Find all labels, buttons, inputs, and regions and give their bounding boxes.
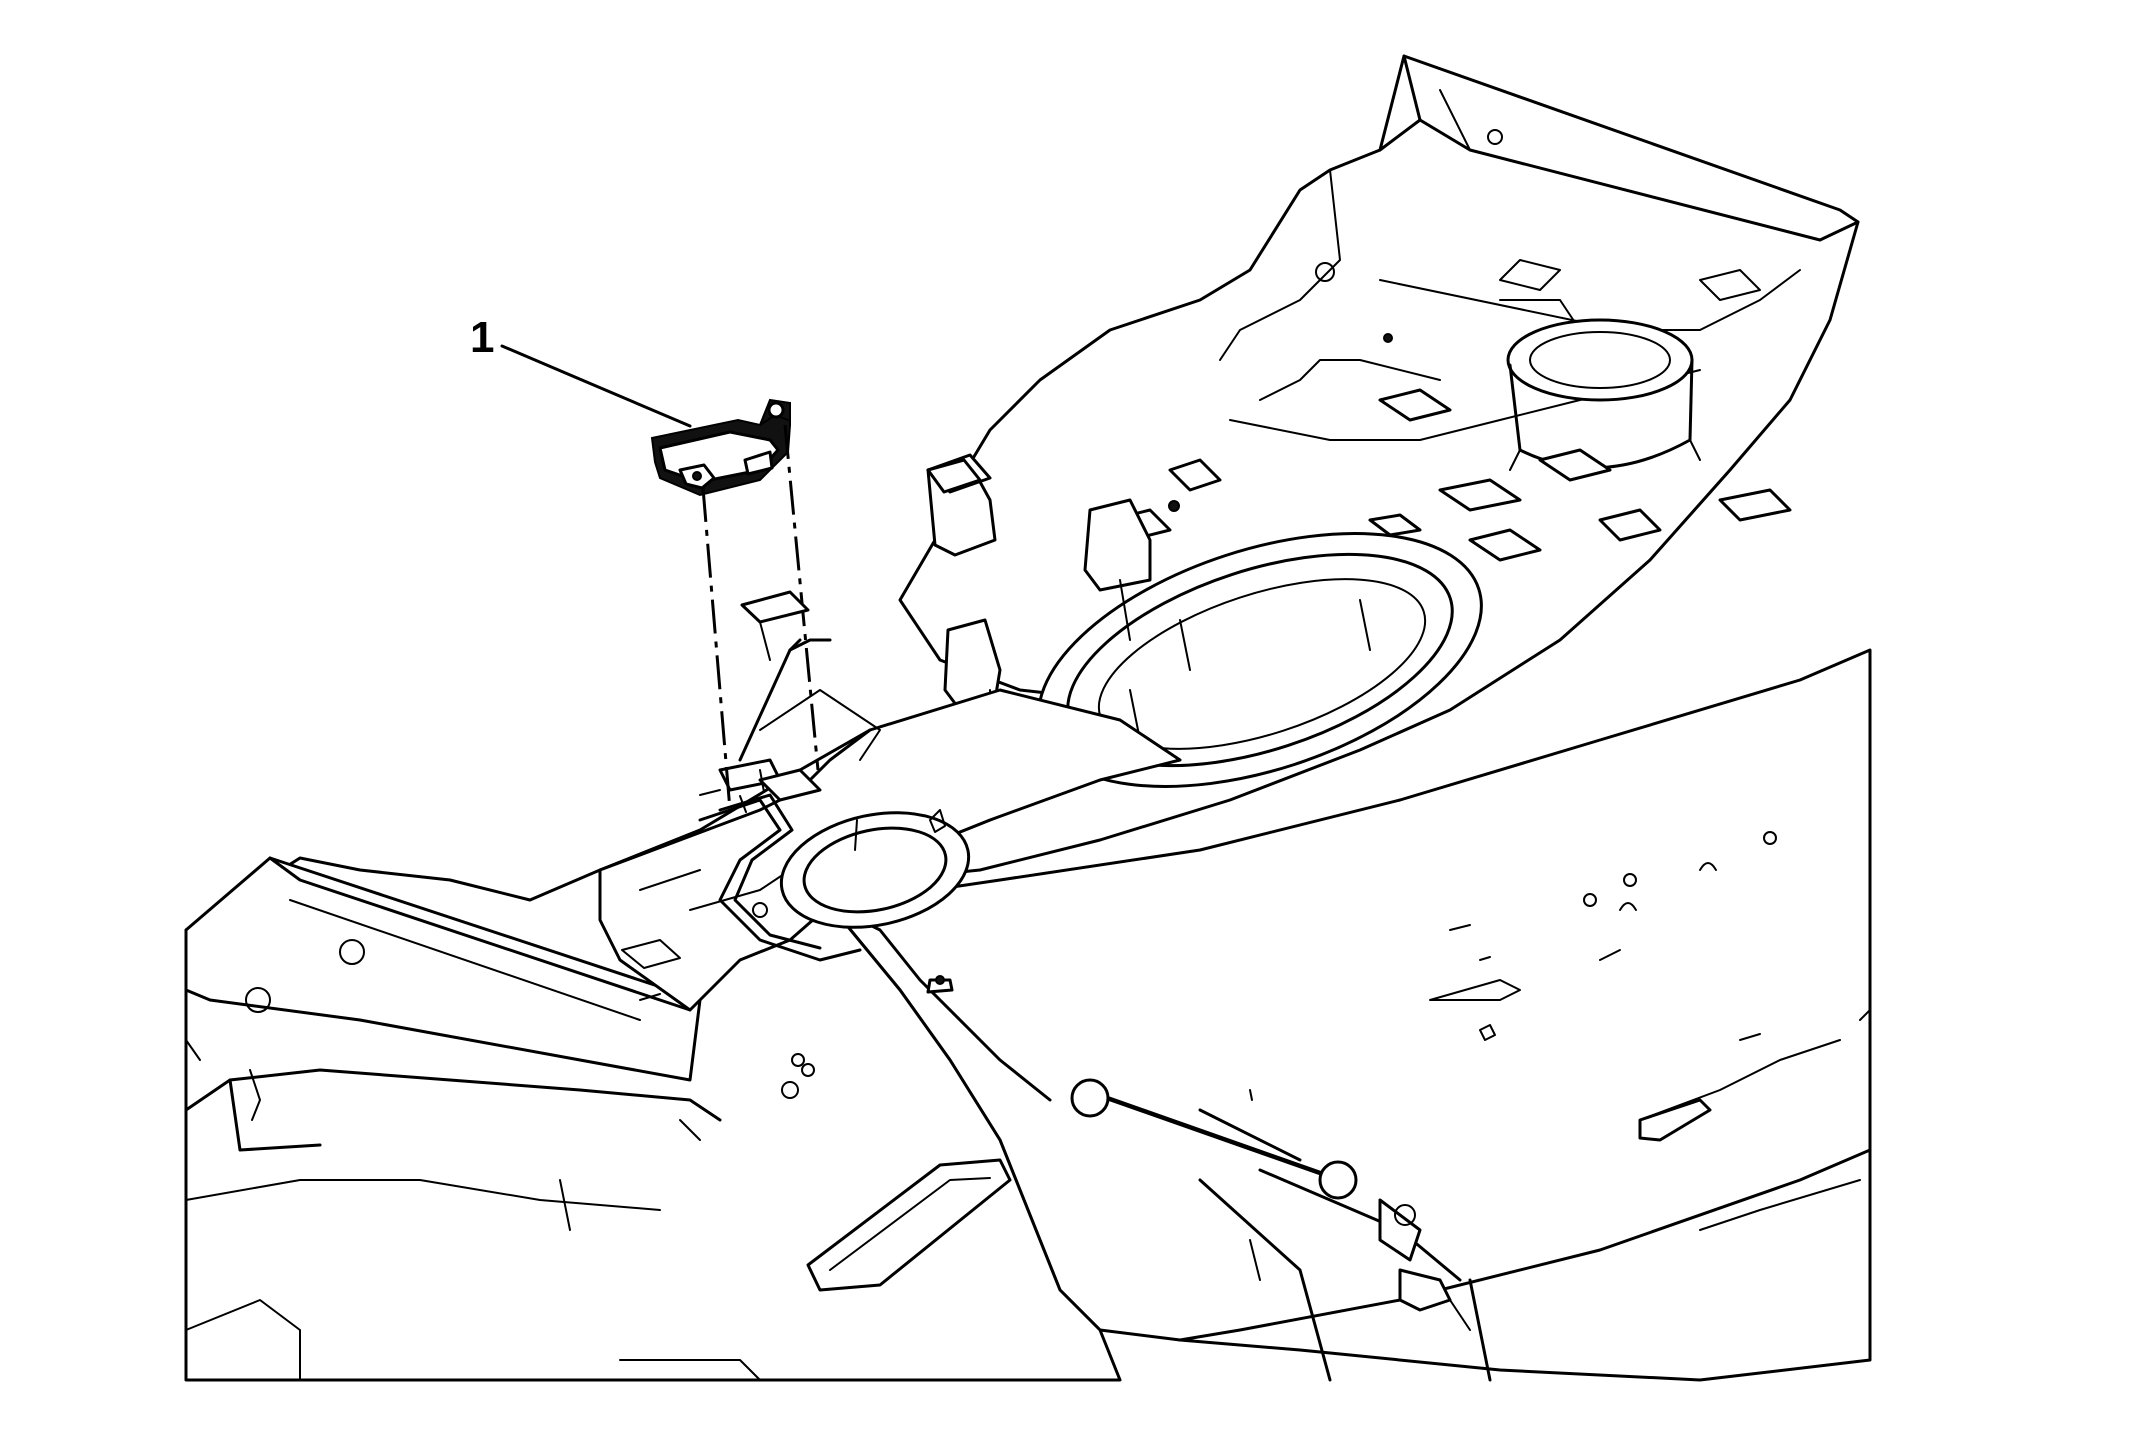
callout-1-label: 1: [470, 313, 494, 362]
control-module: [650, 398, 791, 497]
module-mounting-location: [699, 638, 832, 813]
explode-guide-lines: [701, 424, 820, 811]
rear-floor-speaker-opening: [779, 811, 971, 994]
trunk-lid-gas-strut: [1070, 1078, 1492, 1382]
callout-1-leader-line: [500, 344, 692, 428]
trunk-floor-body: [184, 728, 1122, 1382]
shelf-speaker-cylinder: [1506, 318, 1701, 471]
floor-tabs: [740, 458, 982, 661]
rear-floor-fasteners: [621, 809, 946, 1099]
